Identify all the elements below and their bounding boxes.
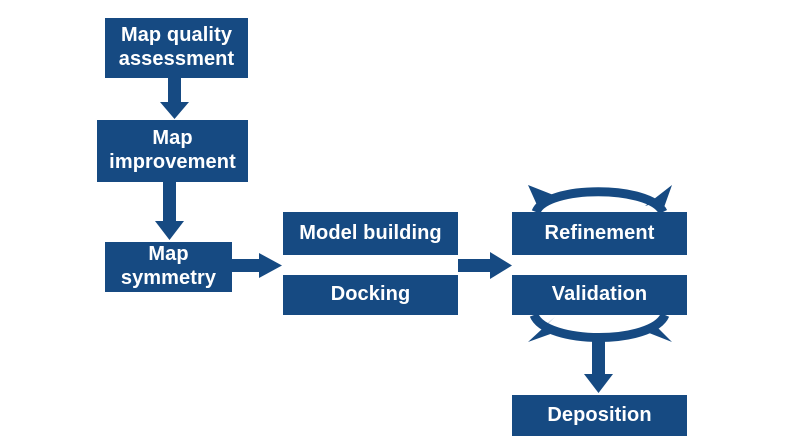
node-label: Docking xyxy=(330,283,411,306)
node-map-improvement[interactable]: Map improvement xyxy=(97,120,248,182)
node-label: Validation xyxy=(551,283,648,306)
node-label: Deposition xyxy=(547,403,652,426)
node-docking[interactable]: Docking xyxy=(283,275,458,315)
arrow-cycle-to-deposition xyxy=(584,336,613,393)
node-map-symmetry[interactable]: Map symmetry xyxy=(105,242,232,292)
arrow-modeling-to-refinement xyxy=(458,252,512,279)
arrow-improve-to-symmetry xyxy=(155,182,184,240)
arrow-quality-to-improve xyxy=(160,78,189,119)
node-label: Map symmetry xyxy=(120,243,217,289)
node-refinement[interactable]: Refinement xyxy=(512,212,687,255)
node-label: Refinement xyxy=(544,221,655,244)
node-deposition[interactable]: Deposition xyxy=(512,395,687,436)
node-label: Map quality assessment xyxy=(118,24,235,70)
node-label: Model building xyxy=(299,221,442,244)
node-validation[interactable]: Validation xyxy=(512,275,687,315)
cycle-arc-top xyxy=(528,185,672,215)
node-map-quality-assessment[interactable]: Map quality assessment xyxy=(105,18,248,78)
arrow-symmetry-to-modeling xyxy=(232,253,282,278)
node-model-building[interactable]: Model building xyxy=(283,212,458,255)
node-label: Map improvement xyxy=(109,127,236,173)
